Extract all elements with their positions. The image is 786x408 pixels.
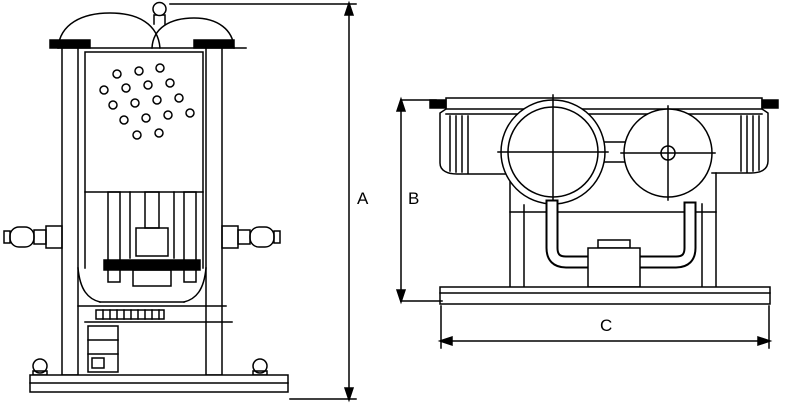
side-handle-right	[221, 225, 281, 249]
front-view	[3, 1, 289, 393]
base-plate-side	[439, 286, 771, 305]
drawing-layer: A B C	[3, 0, 779, 403]
filter-drum-left	[497, 94, 609, 212]
panel-holes	[99, 63, 195, 140]
tank-tray	[439, 107, 769, 175]
side-handle-left	[3, 225, 63, 249]
vent-strip	[95, 309, 165, 320]
end-tab-right	[761, 99, 779, 109]
top-flange-left	[49, 39, 91, 49]
left-dome	[57, 12, 161, 49]
dim-a-arrow-bottom	[343, 387, 355, 403]
right-dome	[151, 17, 235, 49]
filter-drum-right	[620, 105, 716, 201]
top-vent-knob	[152, 1, 167, 25]
press-mechanism	[84, 191, 204, 287]
end-tab-left	[429, 99, 447, 109]
motor-box	[587, 239, 641, 288]
dimension-a-label: A	[357, 189, 369, 208]
dimension-b: B	[395, 96, 443, 305]
dimension-c: C	[437, 305, 773, 349]
dimension-b-label: B	[408, 189, 419, 208]
support-frame	[509, 172, 717, 288]
side-view	[429, 94, 779, 305]
dimension-c-label: C	[600, 316, 612, 335]
frame-column-left	[61, 47, 79, 376]
frame-column-right	[205, 47, 223, 376]
dim-c-arrow-left	[437, 335, 453, 347]
lower-skirt	[77, 267, 233, 323]
dim-b-arrow-top	[395, 96, 407, 112]
base-plate-front	[29, 374, 289, 393]
dim-a-arrow-top	[343, 0, 355, 16]
dim-b-arrow-bottom	[395, 289, 407, 305]
lower-box	[87, 325, 119, 373]
dimension-a: A	[169, 0, 369, 403]
top-flange-right	[193, 39, 235, 49]
dim-c-arrow-right	[757, 335, 773, 347]
top-plate	[429, 97, 779, 110]
